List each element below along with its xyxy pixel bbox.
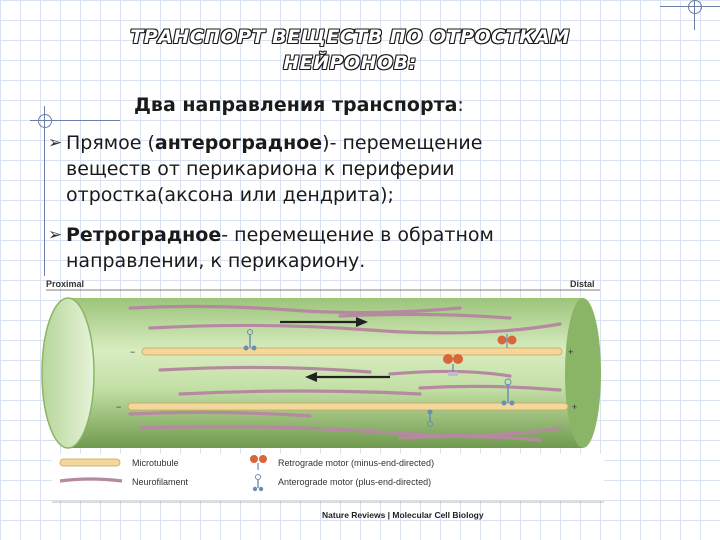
- decoration-line: [44, 106, 45, 276]
- anterograde-motor: [501, 378, 515, 406]
- axon-end-proximal: [41, 297, 95, 449]
- decoration-line: [30, 120, 120, 121]
- axon-body: [68, 298, 583, 448]
- microtubule-plus-end: +: [568, 347, 573, 357]
- microtubule-plus-end: +: [572, 402, 577, 412]
- anterograde-motor: [243, 329, 257, 351]
- bullet-arrow-icon: ➢: [48, 133, 63, 153]
- legend-anterograde-swatch: [252, 474, 264, 492]
- corner-decoration-line: [694, 0, 695, 30]
- slide-title-line: НЕЙРОНОВ:: [283, 52, 417, 74]
- neurofilament: [398, 434, 542, 442]
- figure-credit: Nature Reviews | Molecular Cell Biology: [322, 510, 484, 520]
- legend-neurofilament: Neurofilament: [132, 477, 189, 487]
- neurofilament: [128, 410, 312, 418]
- neurofilament: [418, 384, 562, 392]
- legend-neurofilament-swatch: [59, 477, 123, 483]
- legend-box: [52, 454, 604, 500]
- label-proximal: Proximal: [46, 279, 84, 289]
- bullet-prefix: Прямое (: [66, 132, 155, 154]
- neurofilaments: [128, 304, 562, 442]
- axonal-transport-figure: Proximal Distal − + − +: [41, 279, 604, 520]
- bullet-bold: Ретроградное: [66, 224, 222, 246]
- legend-retrograde: Retrograde motor (minus-end-directed): [278, 458, 434, 468]
- neurofilament: [338, 312, 512, 320]
- bullet-text: Прямое (антероградное)- перемещение веще…: [48, 130, 568, 208]
- neurofilament: [138, 425, 562, 437]
- label-distal: Distal: [570, 279, 595, 289]
- bullet-arrow-icon: ➢: [48, 225, 63, 245]
- legend-retrograde-swatch: [250, 455, 267, 470]
- slide-title-line: ТРАНСПОРТ ВЕЩЕСТВ ПО ОТРОСТКАМ: [130, 26, 570, 48]
- microtubules: − + − +: [116, 347, 577, 412]
- microtubule: [141, 347, 563, 356]
- axon-end-distal: [565, 298, 601, 448]
- decoration-circle: [38, 114, 52, 128]
- bullet-anterograde: ➢ Прямое (антероградное)- перемещение ве…: [48, 130, 568, 208]
- subtitle-bold: Два направления транспорта: [134, 94, 458, 116]
- slide-subtitle: Два направления транспорта:: [134, 94, 464, 116]
- anterograde-motor: [427, 409, 433, 427]
- legend-microtubule-swatch: [59, 458, 121, 467]
- retrograde-motor: [443, 354, 463, 376]
- neurofilament: [388, 369, 512, 378]
- bullet-text: Ретроградное- перемещение в обратном нап…: [48, 222, 568, 274]
- subtitle-colon: :: [457, 94, 464, 116]
- transport-arrow-anterograde: [280, 317, 368, 327]
- legend-microtubule: Microtubule: [132, 458, 179, 468]
- neurofilament: [178, 389, 422, 396]
- bullet-suffix: )- перемещение веществ от перикариона к …: [66, 132, 483, 206]
- neurofilament: [158, 365, 372, 374]
- microtubule-minus-end: −: [130, 347, 135, 357]
- retrograde-motor: [497, 334, 517, 348]
- neurofilament: [128, 304, 462, 315]
- legend-anterograde: Anterograde motor (plus-end-directed): [278, 477, 431, 487]
- transport-arrow-retrograde: [305, 372, 390, 382]
- slide-title: ТРАНСПОРТ ВЕЩЕСТВ ПО ОТРОСТКАМ НЕЙРОНОВ:: [70, 24, 630, 76]
- corner-decoration-circle: [688, 0, 702, 14]
- neurofilament: [148, 322, 562, 335]
- microtubule-minus-end: −: [116, 402, 121, 412]
- bullet-suffix: - перемещение в обратном направлении, к …: [66, 224, 494, 272]
- microtubule: [127, 402, 569, 411]
- bullet-retrograde: ➢ Ретроградное- перемещение в обратном н…: [48, 222, 568, 274]
- bullet-bold: антероградное: [154, 132, 323, 154]
